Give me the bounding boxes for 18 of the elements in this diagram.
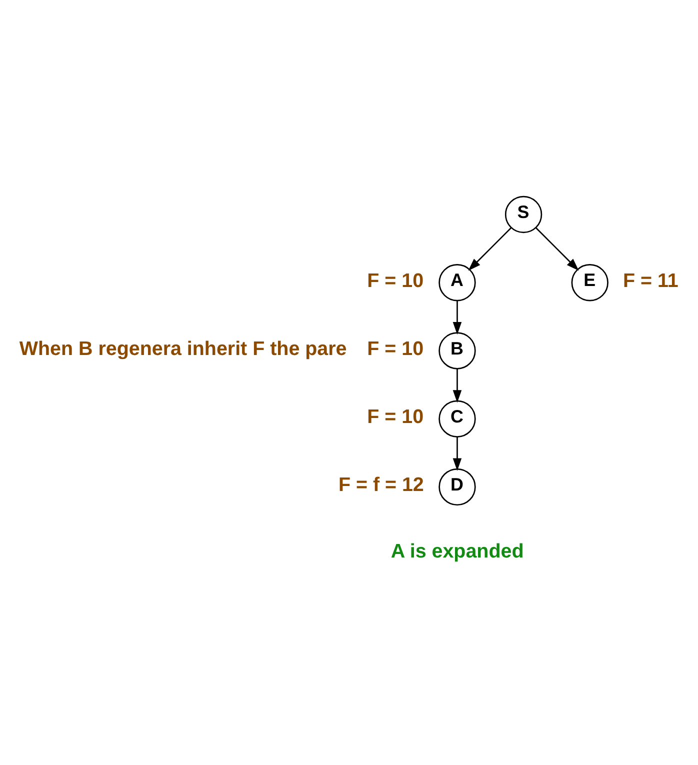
label: When B regenera inherit F the pare [19,337,347,360]
node-circle: S [504,195,542,233]
node-label: F = 10 [367,405,424,428]
node-label: F = 11 [623,269,678,292]
arrow [452,436,462,470]
node-label: F = 10 [367,269,424,292]
node-circle: E [571,264,608,301]
arrow [452,368,462,402]
node-circle: A [438,264,476,301]
arrow [536,226,579,270]
node-label: F = 10 [367,337,424,360]
arrow [468,226,512,270]
node-circle: B [438,332,476,369]
node-circle: D [438,468,476,506]
label: A is expanded [390,540,524,562]
arrow [452,300,462,334]
node-circle: C [438,400,476,437]
node-label: F = f = 12 [338,474,424,496]
